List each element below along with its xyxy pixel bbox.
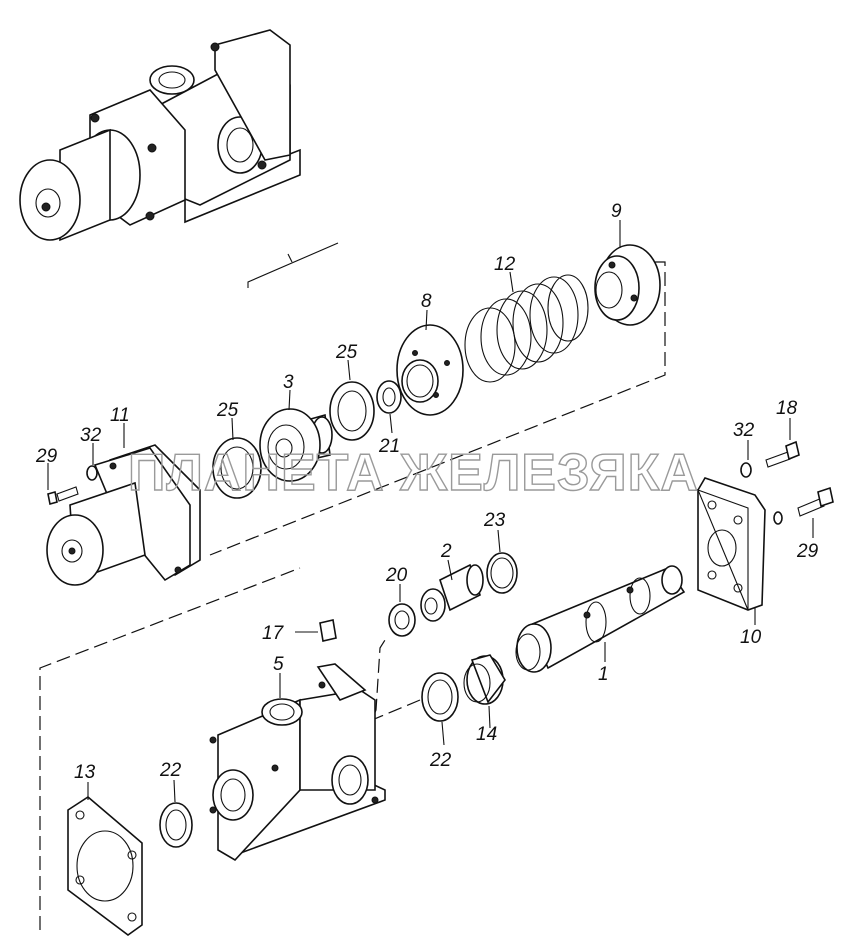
part-22-ring-right [421,672,459,722]
callout-29-left: 29 [35,446,58,467]
callout-32-right: 32 [733,420,755,441]
callout-25-lower: 25 [216,400,239,421]
part-32-washer-left [86,465,98,481]
watermark-text: ПЛАНЕТА ЖЕЛЕЗЯКА [128,444,699,502]
callout-21: 21 [378,436,400,457]
callout-18: 18 [776,398,798,419]
part-13-gasket [67,796,143,936]
upper-assembly-axis [209,261,666,556]
callout-1: 1 [598,664,609,685]
callout-12: 12 [494,254,516,275]
callout-22-right: 22 [429,750,452,771]
lower-assembly-axis [39,567,301,930]
section-marker [247,242,339,288]
callout-17: 17 [262,623,285,644]
part-3-piston [259,408,333,482]
callout-9: 9 [611,201,622,222]
part-17-set-screw [319,619,337,642]
part-18-screw [765,440,800,468]
callout-2: 2 [440,541,452,562]
callout-29-right: 29 [796,541,819,562]
part-12-spring [464,274,589,383]
part-9-flanged-cup [594,244,661,326]
callout-22-left: 22 [159,760,182,781]
callout-13: 13 [74,762,96,783]
callout-20: 20 [385,565,408,586]
part-25-seal-ring-upper [329,381,375,441]
assembled-valve [19,29,301,242]
part-1-shaft [515,565,686,673]
callout-3: 3 [283,372,294,393]
part-22-ring-left [159,802,193,848]
part-5-valve-body [209,663,386,862]
callouts: 9 12 8 25 3 25 21 11 32 29 18 32 29 10 2… [35,201,819,783]
part-32-washer-right [740,462,752,478]
leader-lines [47,220,814,803]
part-21-ring [376,380,402,414]
callout-8: 8 [421,291,432,312]
middle-assembly-axis [370,639,421,722]
callout-32-left: 32 [80,425,102,446]
part-29-screw-right [773,486,834,525]
part-8-flanged-sleeve [396,324,464,416]
callout-11: 11 [110,405,130,426]
callout-25-upper: 25 [335,342,358,363]
callout-23: 23 [483,510,506,531]
part-10-end-plate [697,477,766,611]
part-11-cylinder-cover [46,444,201,586]
part-25-seal-ring-lower [212,437,262,499]
callout-10: 10 [740,627,762,648]
callout-14: 14 [476,724,497,745]
part-20-ring [388,603,416,637]
callout-5: 5 [273,654,284,675]
part-29-screw-left [47,486,79,506]
part-23-o-ring [486,552,518,594]
part-2-valve-insert [420,563,484,622]
part-14-sleeve [463,654,506,705]
